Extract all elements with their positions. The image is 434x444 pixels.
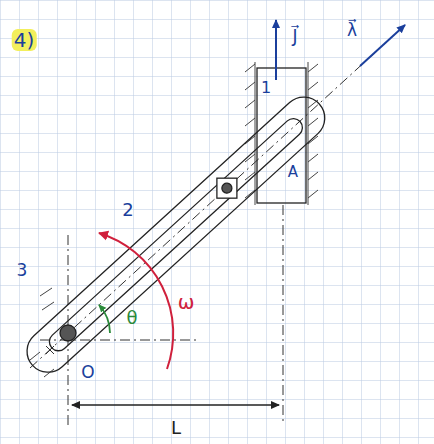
ground-hatching bbox=[30, 62, 318, 377]
pivot-pin bbox=[60, 325, 76, 341]
part-number: 2 bbox=[120, 200, 135, 220]
lambda-axis bbox=[30, 37, 392, 368]
dimension-line bbox=[72, 404, 279, 405]
angle-label: θ bbox=[124, 308, 139, 328]
part-number: 3 bbox=[15, 261, 30, 280]
point-label: A bbox=[286, 164, 300, 181]
origin-mark bbox=[46, 346, 54, 354]
theta-arc bbox=[99, 305, 110, 333]
vector-label: λ⃗ bbox=[345, 21, 359, 40]
angular-velocity-label: ω bbox=[176, 291, 197, 313]
point-label: O bbox=[79, 363, 96, 382]
figure-number: 4) bbox=[12, 29, 37, 51]
dimension-label: L bbox=[169, 418, 183, 438]
vector-label: J⃗ bbox=[290, 27, 299, 46]
j-vector bbox=[275, 20, 277, 80]
part-number: 1 bbox=[259, 79, 273, 97]
lambda-vector bbox=[360, 25, 405, 66]
construction-lines bbox=[40, 205, 283, 425]
slotted-bar bbox=[18, 88, 333, 380]
omega-arc bbox=[99, 233, 173, 369]
